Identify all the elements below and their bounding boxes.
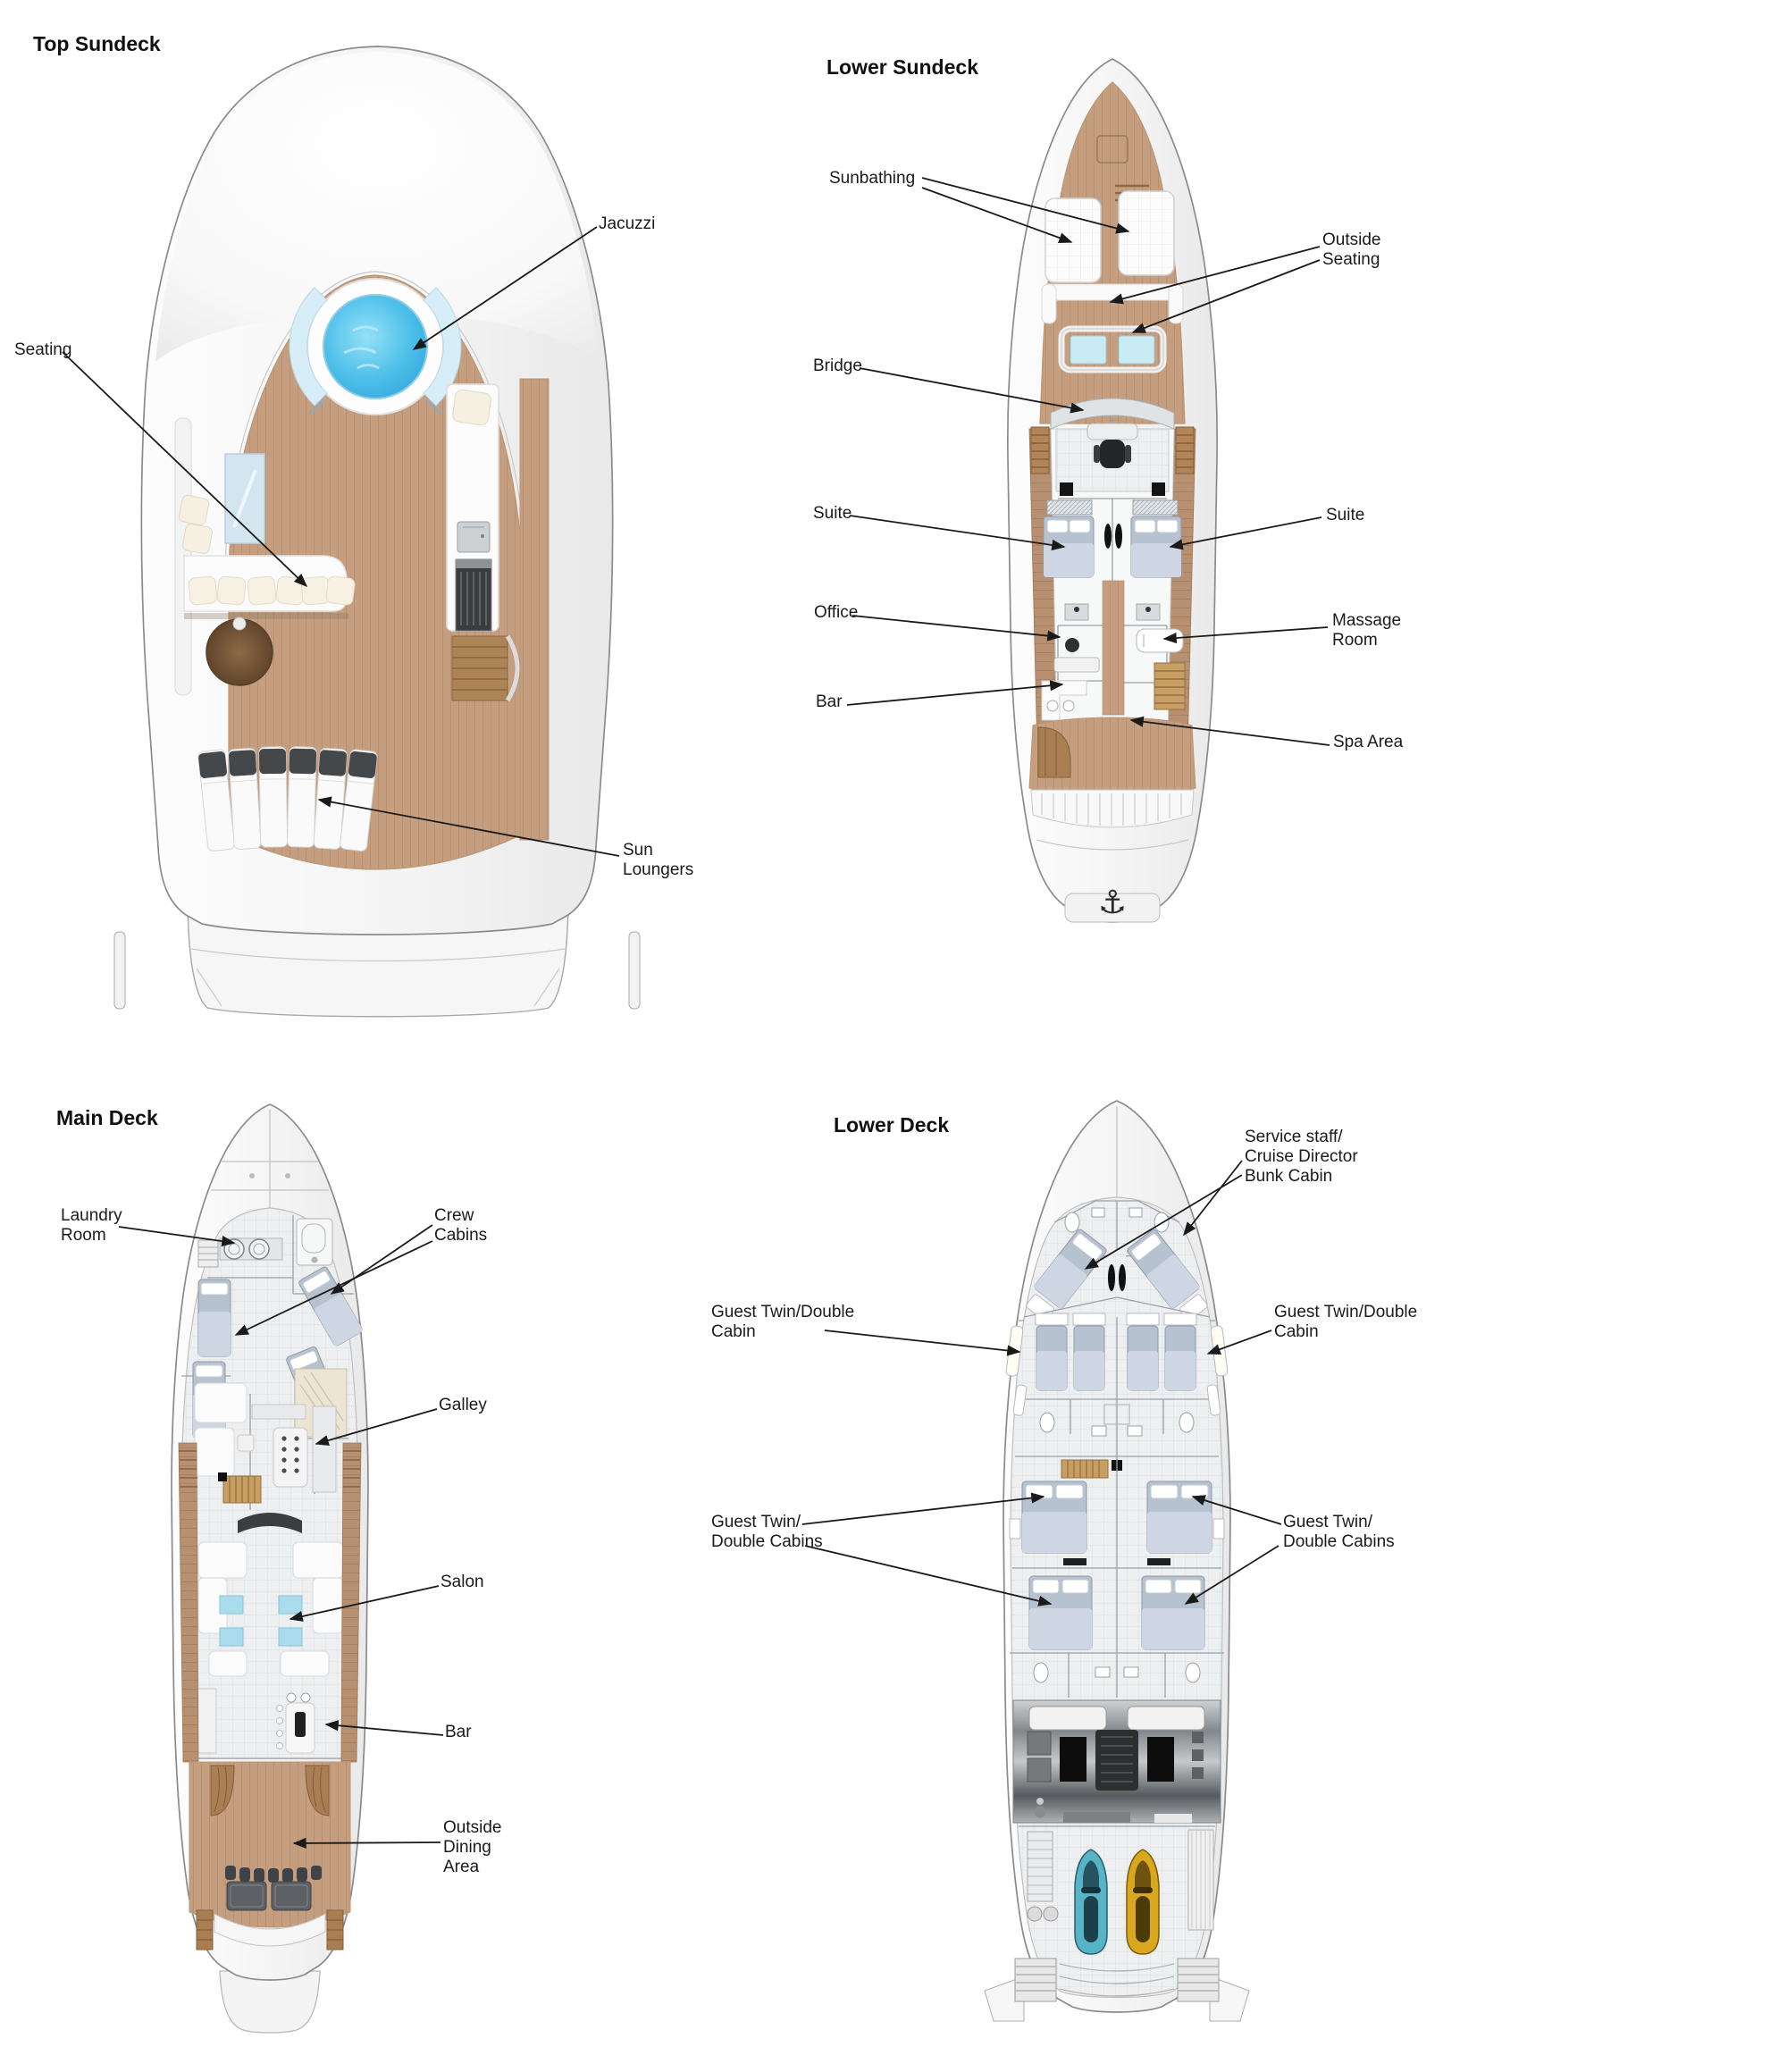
- bow-deck: [211, 1110, 329, 1208]
- top-sundeck-leader-lines: [62, 226, 620, 857]
- aft-settee: [1030, 789, 1195, 828]
- bridge: [1050, 398, 1175, 496]
- fender: [1043, 1906, 1059, 1922]
- side-stairs: [1030, 426, 1195, 474]
- label-bar-main-deck: Bar: [445, 1723, 472, 1741]
- label-salon: Salon: [440, 1573, 484, 1591]
- suite-bed-port: [1043, 516, 1095, 578]
- guest-twin-cabins: [1005, 1313, 1229, 1416]
- outside-seating-settee: [1041, 283, 1184, 324]
- swim-platform: ⚓: [1064, 884, 1161, 923]
- jet-ski-yellow: [1126, 1849, 1160, 1955]
- label-outside-dining-area: Outside Dining Area: [443, 1818, 502, 1877]
- label-suite-port: Suite: [813, 504, 852, 523]
- crew-bathroom: [296, 1218, 333, 1266]
- outside-dining-deck: [189, 1761, 351, 1947]
- stern-stairs: [196, 1909, 344, 1950]
- lower-sundeck-leader-lines: [846, 177, 1330, 746]
- interior-stairs: [218, 1472, 262, 1504]
- helm-chair: [1094, 440, 1131, 468]
- label-office: Office: [814, 603, 859, 622]
- stairwell: [1061, 1459, 1122, 1479]
- seating-bench: [178, 494, 356, 619]
- label-seating: Seating: [14, 340, 72, 359]
- swim-platform: [219, 1970, 321, 2034]
- laundry-room: [197, 1237, 283, 1268]
- lower-sundeck-plan: ⚓: [846, 58, 1330, 923]
- aft-stairs: [1154, 662, 1186, 710]
- corridor: [1102, 580, 1125, 716]
- label-guest-twin-double-cabin-port: Guest Twin/Double Cabin: [711, 1303, 855, 1342]
- jacuzzi: [289, 278, 462, 416]
- lower-deck-leader-lines: [801, 1160, 1282, 1606]
- sunbathing-pads: [1045, 190, 1175, 283]
- guest-double-cabins-mid: [1009, 1456, 1225, 1569]
- top-sundeck-plan: [62, 46, 641, 1018]
- deck-title-main-deck: Main Deck: [56, 1106, 158, 1129]
- storage-rack: [1027, 1831, 1053, 1902]
- fridge: [457, 521, 491, 553]
- stairs: [451, 634, 520, 702]
- grill: [455, 558, 492, 632]
- dining-chairs: [225, 1866, 322, 1883]
- label-guest-twin-double-cabin-starboard: Guest Twin/Double Cabin: [1274, 1303, 1418, 1342]
- engine-room: [1012, 1699, 1221, 1824]
- crew-mess: [194, 1382, 255, 1477]
- anchor-icon: ⚓: [1098, 884, 1127, 920]
- label-bridge: Bridge: [813, 357, 862, 375]
- label-suite-starboard: Suite: [1326, 506, 1365, 524]
- label-jacuzzi: Jacuzzi: [599, 214, 656, 233]
- stern-bevels: [984, 1976, 1250, 2022]
- label-bar-lower-sundeck: Bar: [816, 692, 843, 711]
- tender-garage: [1019, 1825, 1215, 1955]
- jet-ski-teal: [1074, 1849, 1108, 1955]
- main-deck-plan: [118, 1103, 444, 2034]
- label-massage-room: Massage Room: [1332, 611, 1402, 650]
- side-bench: [1187, 1829, 1214, 1931]
- engine-block: [1095, 1730, 1138, 1791]
- label-laundry-room: Laundry Room: [61, 1206, 122, 1246]
- glass-panel: [224, 453, 265, 544]
- label-guest-twin-double-cabins-port: Guest Twin/ Double Cabins: [711, 1513, 823, 1552]
- deck-title-lower-sundeck: Lower Sundeck: [826, 55, 978, 79]
- sun-loungers: [197, 746, 378, 851]
- label-guest-twin-double-cabins-starboard: Guest Twin/ Double Cabins: [1283, 1513, 1395, 1552]
- suite-bed-starboard: [1130, 516, 1182, 578]
- wet-bar-cabinet: [446, 383, 499, 632]
- main-deck-leader-lines: [118, 1224, 444, 1850]
- bunk-cabin-beds: [1026, 1229, 1208, 1321]
- guest-double-cabins-aft: [1010, 1568, 1224, 1698]
- galley: [251, 1404, 337, 1493]
- side-walkways: [178, 1442, 362, 1763]
- spa-area-deck: [1028, 717, 1196, 801]
- helm-console: [238, 1513, 302, 1533]
- dining-tables: [226, 1881, 312, 1911]
- twin-beds: [1036, 1325, 1196, 1391]
- label-crew-cabins: Crew Cabins: [434, 1206, 488, 1246]
- hardtop-dome: [155, 52, 599, 362]
- fender: [1027, 1906, 1043, 1922]
- round-table: [206, 617, 273, 686]
- deck-title-top-sundeck: Top Sundeck: [33, 32, 161, 55]
- label-service-staff-bunk-cabin: Service staff/ Cruise Director Bunk Cabi…: [1245, 1128, 1358, 1187]
- lower-deck-plan: [801, 1100, 1282, 2022]
- skylights: [1058, 325, 1167, 373]
- bar-counter: [276, 1692, 315, 1754]
- label-spa-area: Spa Area: [1333, 733, 1404, 751]
- label-sun-loungers: Sun Loungers: [623, 841, 694, 880]
- label-sunbathing: Sunbathing: [829, 169, 916, 188]
- label-galley: Galley: [439, 1396, 487, 1414]
- deck-title-lower-deck: Lower Deck: [834, 1113, 950, 1137]
- stern-stairs: [1014, 1958, 1220, 2002]
- label-outside-seating: Outside Seating: [1322, 231, 1381, 270]
- salon: [196, 1541, 344, 1754]
